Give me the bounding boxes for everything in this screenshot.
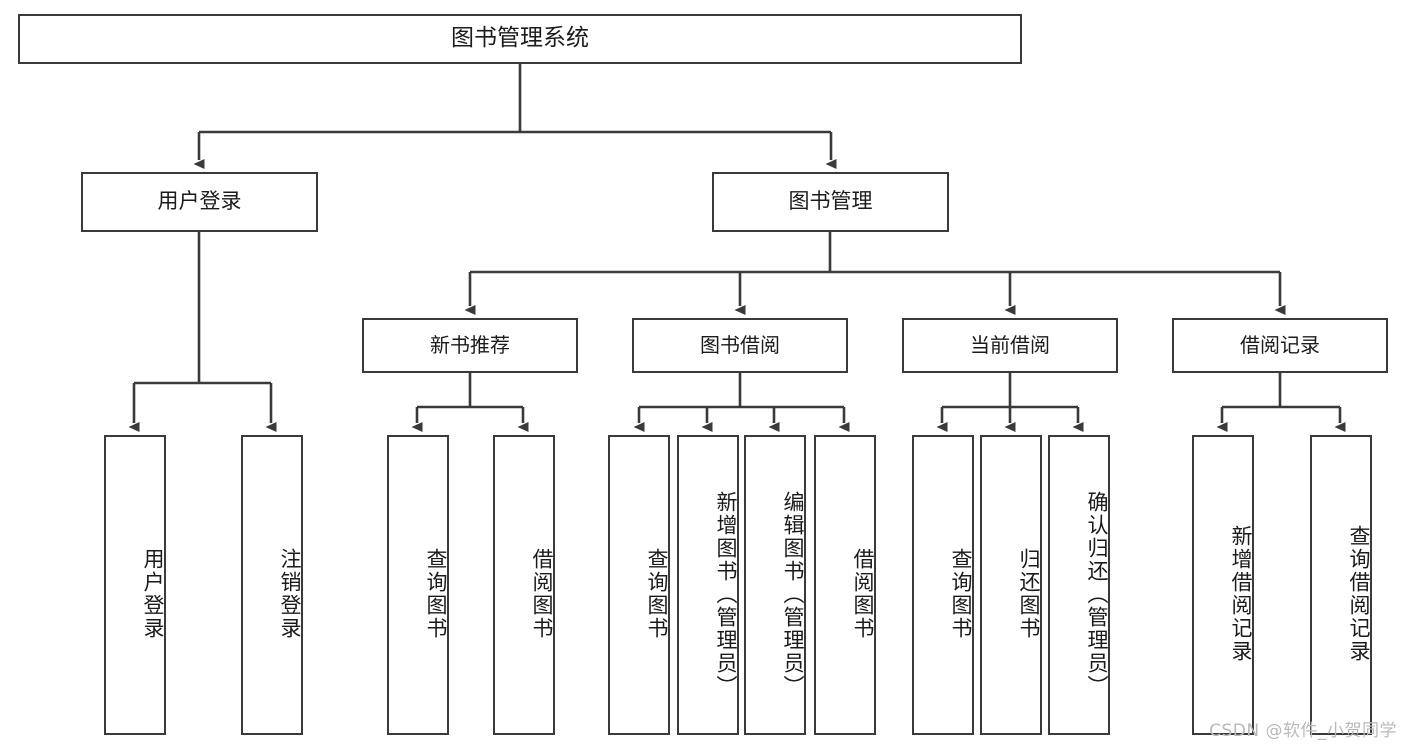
- leaf-label: 注销登录: [278, 548, 302, 640]
- leaf-label: 查询借阅记录: [1347, 525, 1371, 663]
- node-root-label: 图书管理系统: [451, 25, 589, 52]
- leaf-user-login[interactable]: 用户登录: [104, 435, 166, 735]
- node-new-book-recommend-label: 新书推荐: [430, 333, 510, 358]
- leaf-query-borrow-record[interactable]: 查询借阅记录: [1310, 435, 1372, 735]
- node-current-borrow[interactable]: 当前借阅: [902, 318, 1118, 373]
- node-book-management-label: 图书管理: [788, 189, 873, 214]
- leaf-label: 用户登录: [141, 548, 165, 640]
- node-user-login-label: 用户登录: [157, 189, 242, 214]
- leaf-label: 新增图书（管理员）: [714, 490, 738, 698]
- node-borrow-record-label: 借阅记录: [1240, 333, 1320, 358]
- leaf-label: 归还图书: [1017, 548, 1041, 640]
- node-user-login[interactable]: 用户登录: [81, 172, 318, 232]
- node-book-borrow-label: 图书借阅: [700, 333, 780, 358]
- leaf-logout[interactable]: 注销登录: [241, 435, 303, 735]
- leaf-edit-book-admin[interactable]: 编辑图书（管理员）: [744, 435, 806, 735]
- leaf-label: 查询图书: [949, 548, 973, 640]
- leaf-label: 确认归还（管理员）: [1085, 490, 1109, 698]
- node-book-borrow[interactable]: 图书借阅: [632, 318, 848, 373]
- leaf-label: 查询图书: [645, 548, 669, 640]
- leaf-confirm-return-admin[interactable]: 确认归还（管理员）: [1048, 435, 1110, 735]
- leaf-borrow-book-2[interactable]: 借阅图书: [814, 435, 876, 735]
- leaf-add-book-admin[interactable]: 新增图书（管理员）: [677, 435, 739, 735]
- leaf-label: 查询图书: [424, 548, 448, 640]
- leaf-add-borrow-record[interactable]: 新增借阅记录: [1192, 435, 1254, 735]
- node-borrow-record[interactable]: 借阅记录: [1172, 318, 1388, 373]
- leaf-return-book[interactable]: 归还图书: [980, 435, 1042, 735]
- leaf-label: 借阅图书: [851, 548, 875, 640]
- leaf-query-book-3[interactable]: 查询图书: [912, 435, 974, 735]
- leaf-query-book-2[interactable]: 查询图书: [608, 435, 670, 735]
- node-root[interactable]: 图书管理系统: [18, 14, 1022, 64]
- leaf-borrow-book-1[interactable]: 借阅图书: [493, 435, 555, 735]
- node-new-book-recommend[interactable]: 新书推荐: [362, 318, 578, 373]
- leaf-label: 新增借阅记录: [1229, 525, 1253, 663]
- leaf-label: 借阅图书: [530, 548, 554, 640]
- node-book-management[interactable]: 图书管理: [712, 172, 949, 232]
- leaf-query-book-1[interactable]: 查询图书: [387, 435, 449, 735]
- leaf-label: 编辑图书（管理员）: [781, 490, 805, 698]
- node-current-borrow-label: 当前借阅: [970, 333, 1050, 358]
